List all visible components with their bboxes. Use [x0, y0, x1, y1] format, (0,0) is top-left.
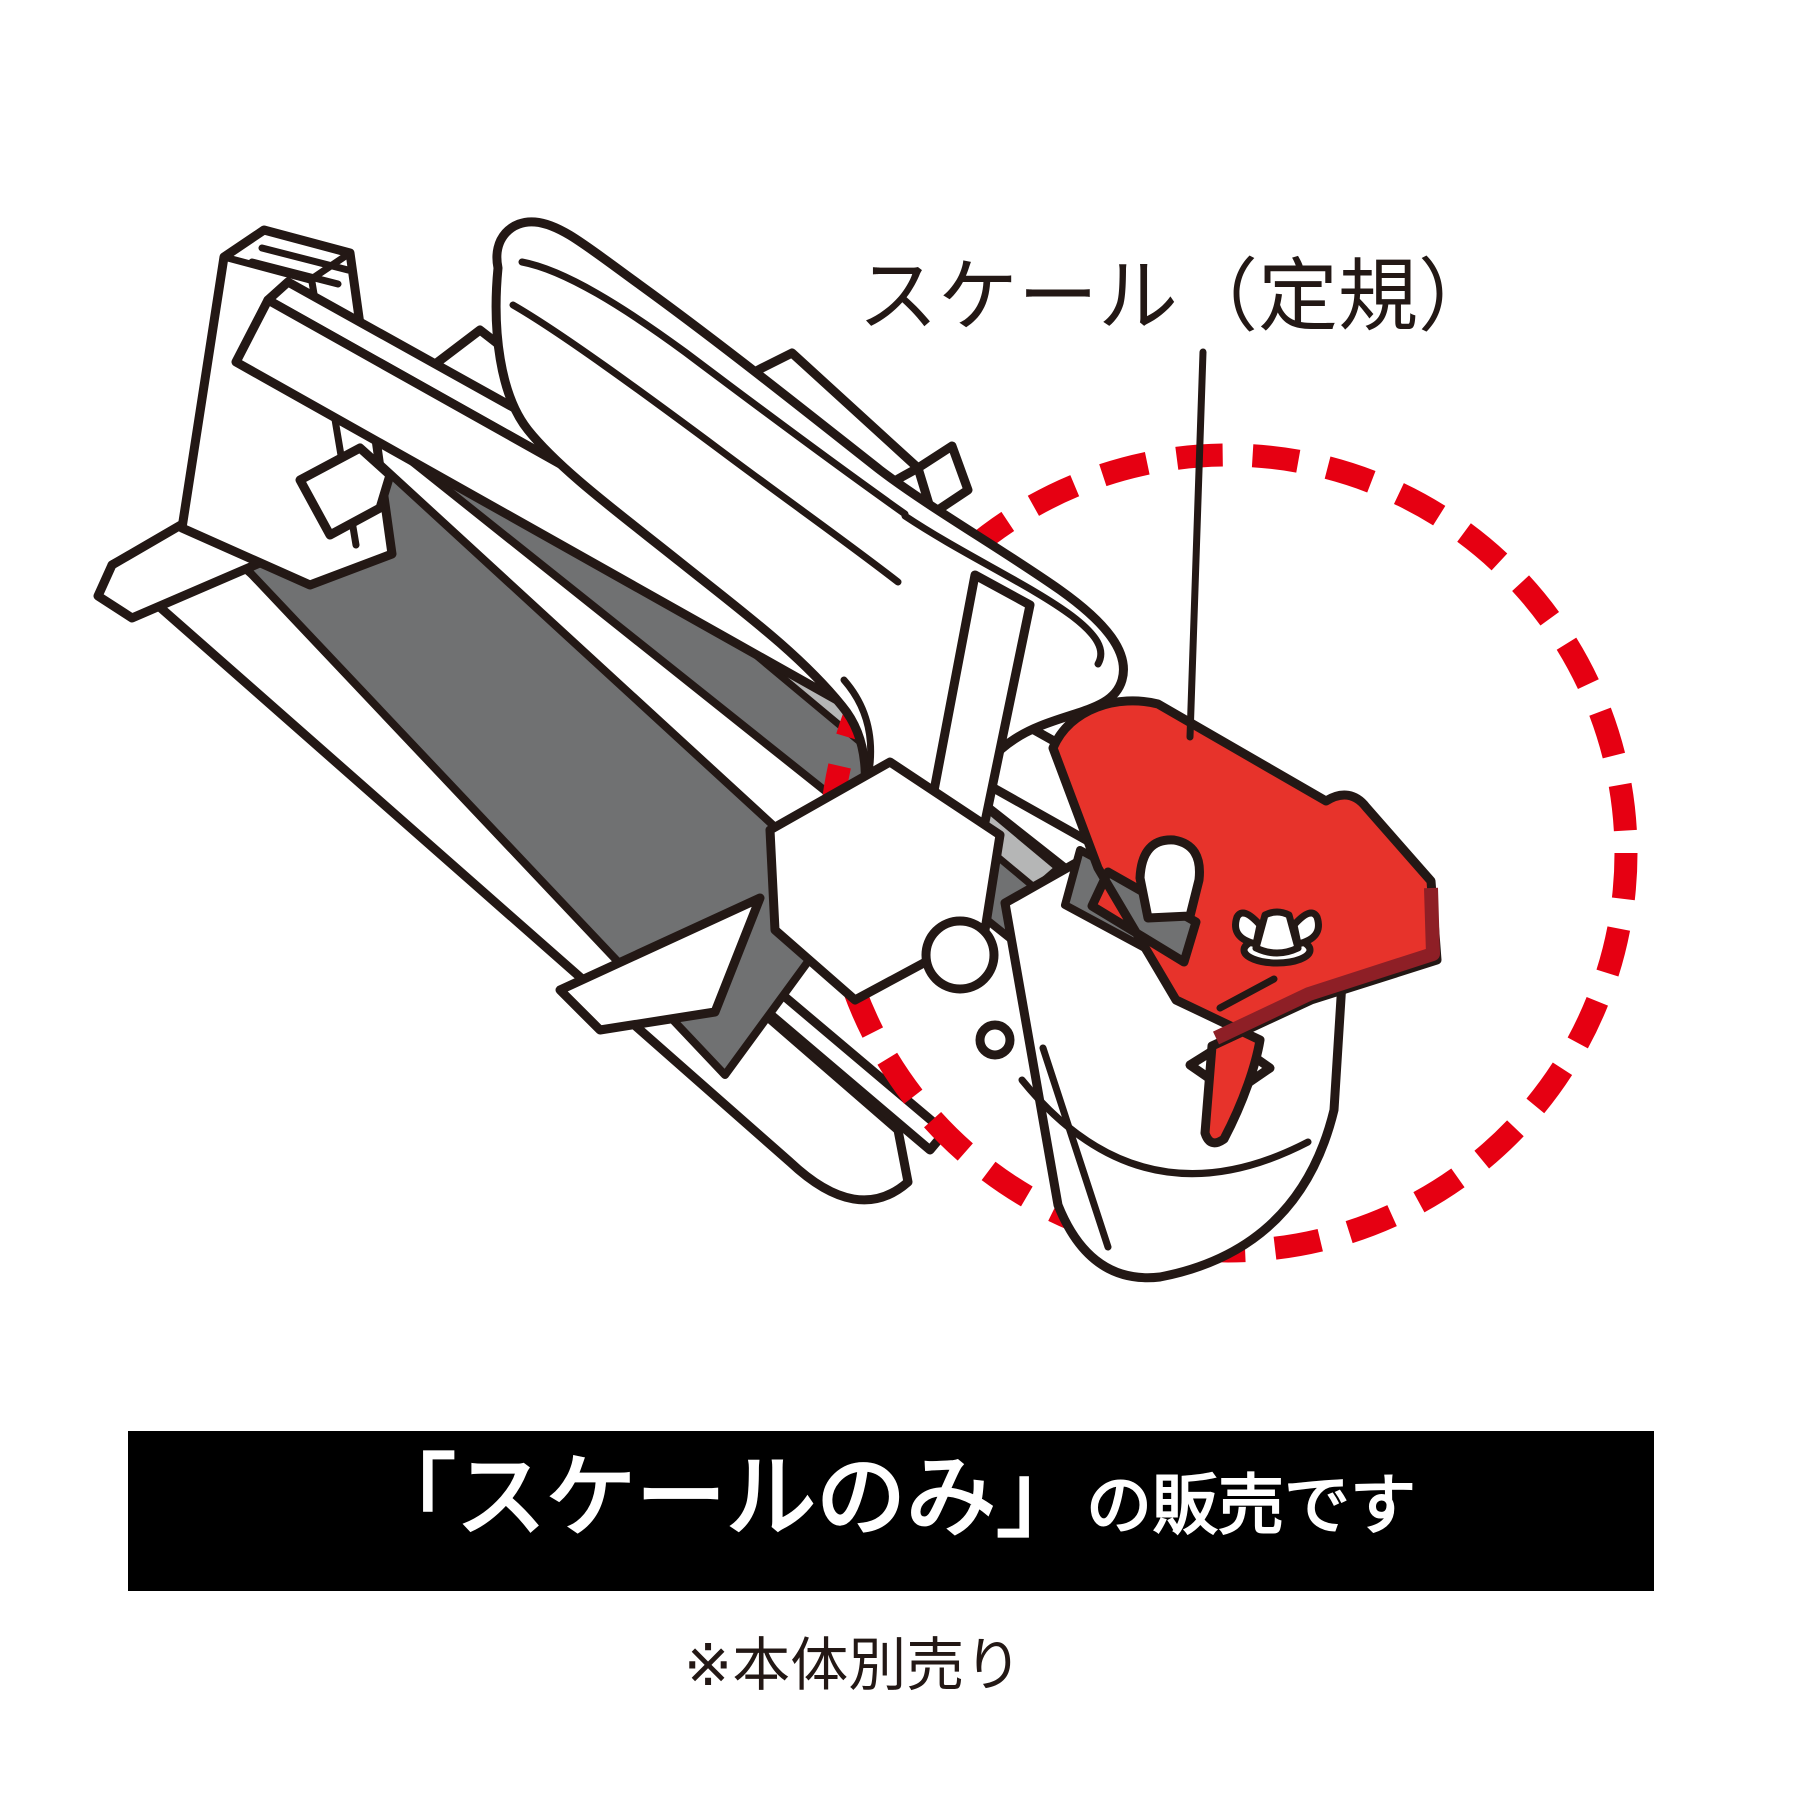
banner-highlight-text: 「スケールのみ」 [366, 1448, 1086, 1548]
wing-nut-left-wing [1232, 909, 1264, 948]
sales-banner: 「スケールのみ」の販売です [128, 1431, 1654, 1591]
handle-grip-line-1 [518, 258, 909, 518]
wing-nut-cone [1252, 908, 1302, 957]
body-sold-separately-note: ※本体別売り [683, 1633, 1023, 1698]
pivot-pin [975, 1020, 1015, 1060]
right-foot-crease [1039, 1044, 1112, 1251]
pad-corner-block [295, 443, 395, 540]
wing-nut-right-wing [1290, 909, 1322, 948]
head-lever-point [555, 893, 765, 1035]
right-foot-bottom-line [1018, 1076, 1312, 1178]
scale-attachment [1048, 696, 1442, 1148]
banner-rest-text: の販売です [1086, 1468, 1416, 1542]
scale-slot-line [1216, 975, 1278, 1012]
scale-callout-label: スケール（定規） [858, 252, 1498, 341]
pivot-ball [921, 916, 999, 994]
head-tab [1135, 835, 1204, 923]
support-tower-slot [248, 244, 352, 288]
cutter-head [555, 570, 1035, 1060]
callout-leader-line [1186, 348, 1207, 741]
scale-plate-edge [1213, 887, 1440, 1045]
handle-grip-line-2 [509, 301, 902, 586]
handle-grip-line-3 [901, 512, 1105, 668]
wing-nut-icon [1232, 908, 1322, 967]
